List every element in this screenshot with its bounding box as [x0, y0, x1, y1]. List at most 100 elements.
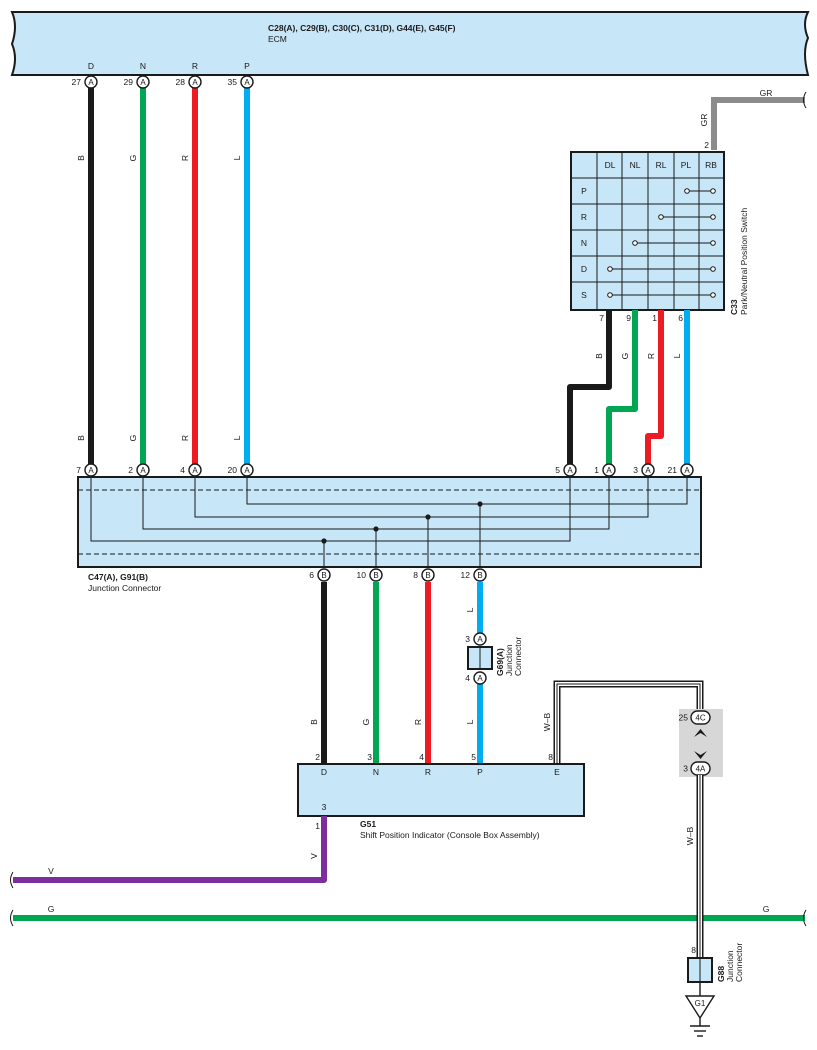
switch-row-r: R — [581, 212, 587, 222]
g88-junction-connector: 8 G88 Junction Connector — [687, 943, 744, 983]
svg-text:20: 20 — [228, 465, 238, 475]
g69-name-1: Junction — [504, 644, 514, 676]
switch-row-n: N — [581, 238, 587, 248]
gr-pin-number: 2 — [704, 140, 709, 150]
v-wire-break — [10, 871, 14, 889]
svg-text:3: 3 — [465, 634, 470, 644]
g-wire-break-left — [10, 909, 14, 927]
label-b-lower: B — [76, 435, 86, 441]
svg-text:35: 35 — [228, 77, 238, 87]
jc-pin-12b: B 12 — [461, 568, 487, 582]
jc-pin-5a: A5 — [555, 463, 577, 477]
svg-text:10: 10 — [357, 570, 367, 580]
svg-text:A: A — [645, 466, 651, 475]
switch-wire-label-l: L — [672, 353, 682, 358]
label-g-upper: G — [128, 155, 138, 162]
jc-pin-20a: A20 — [228, 463, 254, 477]
lower-label-g: G — [361, 719, 371, 726]
link-chevron-up-icon — [694, 729, 707, 737]
svg-text:28: 28 — [176, 77, 186, 87]
jc-pin-7a: A7 — [76, 463, 98, 477]
ecm-box — [10, 11, 810, 76]
ecm-pin-28: A 28 — [176, 75, 202, 89]
ind-term-d: D — [321, 767, 327, 777]
jc-pin-8b: B8 — [413, 568, 435, 582]
wire-wb-upper — [553, 680, 704, 764]
jc-name: Junction Connector — [88, 583, 161, 593]
v-label-horizontal: V — [48, 866, 54, 876]
svg-text:A: A — [192, 466, 198, 475]
gr-side-label: GR — [699, 114, 709, 127]
ind-term-e: E — [554, 767, 560, 777]
switch-col-nl: NL — [630, 160, 641, 170]
jc-bottom-pins: B6 B 10 B8 B 12 — [309, 568, 487, 582]
jc-pin-1a: A1 — [594, 463, 616, 477]
svg-text:A: A — [684, 466, 690, 475]
pin-4a: 4A 3 — [683, 761, 711, 776]
switch-id: C33 — [729, 299, 739, 315]
wire-gray-gr — [711, 97, 805, 150]
lower-label-l: L — [465, 719, 475, 724]
link-chevron-down-icon — [694, 751, 707, 759]
wire-green-switch — [606, 310, 638, 464]
svg-text:29: 29 — [124, 77, 134, 87]
svg-text:A: A — [477, 674, 483, 683]
switch-wire-label-r: R — [646, 353, 656, 359]
switch-col-rb: RB — [705, 160, 717, 170]
g88-name-1: Junction — [725, 950, 735, 982]
junction-connector-box — [77, 476, 702, 568]
svg-text:A: A — [88, 78, 94, 87]
lower-label-b: B — [309, 719, 319, 725]
label-b-upper: B — [76, 155, 86, 161]
ecm-pins: D N R P A 27 A 29 A 28 A 35 — [72, 61, 254, 89]
switch-wire-label-b: B — [594, 353, 604, 359]
ground-wb-label: W–B — [685, 826, 695, 845]
v-label-side: V — [309, 853, 319, 859]
switch-col-rl: RL — [656, 160, 667, 170]
g-label-left: G — [48, 904, 55, 914]
svg-text:B: B — [425, 571, 430, 580]
jc-splice-dots — [321, 501, 483, 544]
label-g-lower: G — [128, 435, 138, 442]
ecm-pin-27: A 27 — [72, 75, 98, 89]
ecm-pin-35: A 35 — [228, 75, 254, 89]
ind-pin-3: 3 — [367, 752, 372, 762]
jc-pin-6b: B6 — [309, 568, 331, 582]
ecm-wires — [88, 86, 250, 464]
ind-term-n: N — [373, 767, 379, 777]
switch-pin-9: 9 — [626, 313, 631, 323]
svg-text:7: 7 — [76, 465, 81, 475]
ecm-connectors: C28(A), C29(B), C30(C), C31(D), G44(E), … — [268, 23, 456, 33]
switch-wires — [567, 310, 690, 464]
ind-term-r: R — [425, 767, 431, 777]
park-neutral-switch: DL NL RL PL RB P R N D S C33 Park/Neutra… — [570, 151, 749, 315]
pin-4c: 4C 25 — [679, 710, 711, 725]
g88-name-2: Connector — [734, 943, 744, 982]
svg-text:25: 25 — [679, 713, 689, 723]
svg-text:4C: 4C — [695, 714, 705, 723]
switch-pin-7: 7 — [599, 313, 604, 323]
svg-text:12: 12 — [461, 570, 471, 580]
jc-pin-21a: A21 — [668, 463, 694, 477]
jc-pin-4a: A4 — [180, 463, 202, 477]
switch-col-dl: DL — [605, 160, 616, 170]
ground-icon: G1 — [684, 995, 716, 1037]
indicator-wb-label: W–B — [542, 712, 552, 731]
g69-pin-4a: A4 — [465, 671, 487, 685]
svg-text:8: 8 — [413, 570, 418, 580]
jc-connectors: C47(A), G91(B) — [88, 572, 148, 582]
svg-text:B: B — [477, 571, 482, 580]
switch-continuity — [607, 188, 716, 298]
svg-text:A: A — [140, 78, 146, 87]
g69-wire-label: L — [465, 607, 475, 612]
svg-text:4: 4 — [180, 465, 185, 475]
wire-black-switch — [567, 310, 612, 464]
ecm-terminal-n: N — [140, 61, 146, 71]
g88-pin: 8 — [691, 945, 696, 955]
ecm-terminal-d: D — [88, 61, 94, 71]
svg-text:A: A — [88, 466, 94, 475]
label-l-upper: L — [232, 155, 242, 160]
label-r-lower: R — [180, 435, 190, 441]
switch-row-p: P — [581, 186, 587, 196]
switch-pin-1: 1 — [652, 313, 657, 323]
